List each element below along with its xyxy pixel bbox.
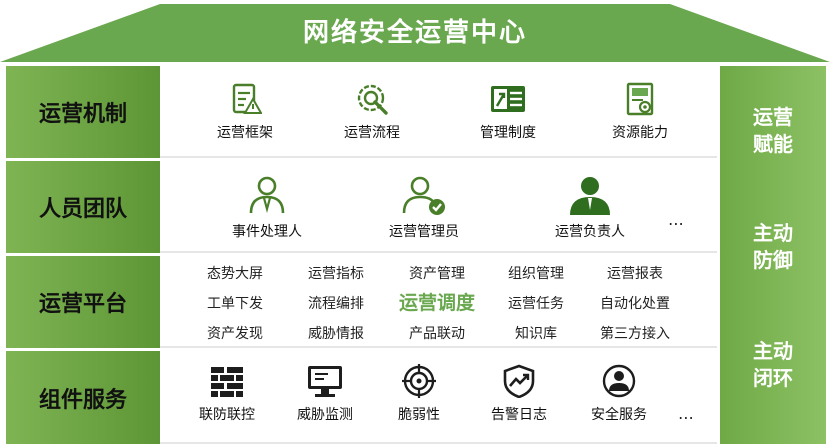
process-gear-icon	[357, 84, 388, 115]
roof-banner	[0, 4, 830, 62]
platform-item: 自动化处置	[600, 296, 670, 312]
item-management: 管理制度	[466, 82, 550, 142]
row-label-team: 人员团队	[6, 161, 160, 253]
platform-item: 工单下发	[207, 296, 263, 312]
person-tie-icon	[570, 177, 610, 215]
platform-item: 资产管理	[409, 266, 465, 282]
item-ops-lead: 运营负责人	[542, 175, 638, 241]
item-label: 运营负责人	[555, 224, 625, 240]
side-label-active-defense: 主动 防御	[753, 221, 793, 272]
item-joint-defense: 联防联控	[185, 364, 269, 424]
platform-item: 知识库	[515, 326, 557, 342]
item-framework: 运营框架	[203, 82, 287, 142]
tools-list-icon	[491, 86, 525, 112]
person-badge-icon	[602, 364, 636, 398]
platform-item: 组织管理	[508, 266, 564, 282]
item-vulnerability: 脆弱性	[377, 364, 461, 424]
side-label-empowerment: 运营 赋能	[753, 105, 793, 156]
certificate-icon	[626, 82, 654, 116]
row-platform	[160, 256, 717, 348]
item-label: 运营流程	[344, 125, 400, 141]
person-check-icon	[402, 176, 445, 215]
item-process: 运营流程	[330, 82, 414, 142]
item-label: 事件处理人	[232, 224, 302, 240]
monitor-icon	[308, 366, 342, 397]
item-ops-admin: 运营管理员	[376, 175, 472, 241]
platform-item: 资产发现	[207, 326, 263, 342]
side-label-closed-loop: 主动 闭环	[753, 339, 793, 390]
document-warning-icon	[232, 83, 262, 114]
item-label: 脆弱性	[398, 407, 440, 423]
platform-item: 威胁情报	[308, 326, 364, 342]
item-alert-log: 告警日志	[477, 364, 561, 424]
platform-item: 产品联动	[409, 326, 465, 342]
row-label-platform: 运营平台	[6, 256, 160, 348]
side-column	[720, 66, 826, 444]
page-title: 网络安全运营中心	[302, 18, 527, 48]
item-label: 管理制度	[480, 125, 536, 141]
item-resources: 资源能力	[598, 82, 682, 142]
item-label: 运营管理员	[389, 224, 459, 240]
platform-center-dispatch: 运营调度	[398, 292, 475, 314]
platform-item: 运营任务	[508, 296, 564, 312]
item-security-service: 安全服务	[577, 364, 661, 424]
row-label-mechanism: 运营机制	[6, 66, 160, 158]
item-label: 联防联控	[199, 407, 255, 423]
more-indicator: ⋯	[668, 214, 685, 233]
item-label: 运营框架	[217, 125, 273, 141]
target-icon	[402, 364, 436, 398]
item-label: 威胁监测	[297, 407, 353, 423]
row-label-services: 组件服务	[6, 351, 160, 444]
item-incident-handler: 事件处理人	[222, 175, 312, 241]
platform-item: 运营报表	[607, 266, 663, 282]
firewall-icon	[211, 367, 243, 397]
shield-trend-icon	[503, 364, 535, 398]
platform-item: 态势大屏	[207, 266, 263, 282]
item-label: 安全服务	[591, 407, 647, 423]
platform-item: 流程编排	[308, 296, 364, 312]
item-label: 告警日志	[491, 407, 547, 423]
more-indicator: ⋯	[678, 408, 695, 427]
item-threat-monitor: 威胁监测	[283, 364, 367, 424]
person-outline-icon	[249, 176, 285, 214]
item-label: 资源能力	[612, 125, 668, 141]
platform-item: 第三方接入	[600, 326, 670, 342]
platform-item: 运营指标	[308, 266, 364, 282]
